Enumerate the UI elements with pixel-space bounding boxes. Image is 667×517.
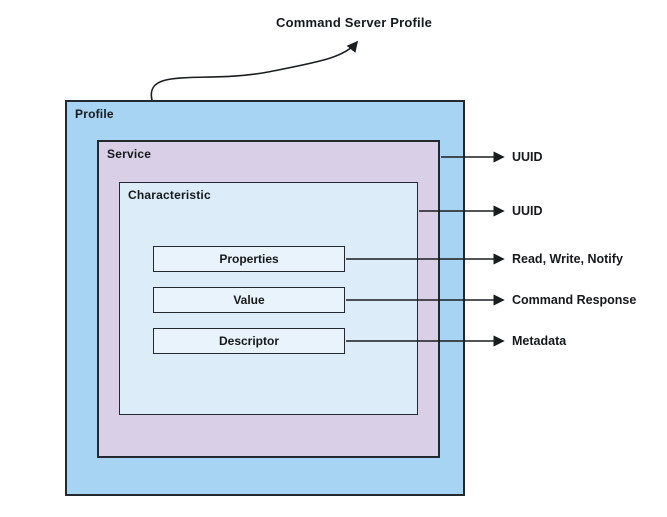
characteristic-label: Characteristic (128, 188, 211, 202)
service-label: Service (107, 147, 152, 161)
properties-annotation-label: Read, Write, Notify (512, 252, 623, 266)
diagram-title: Command Server Profile (276, 15, 433, 30)
descriptor-box: Descriptor (153, 328, 345, 354)
value-annotation-label: Command Response (512, 293, 637, 307)
properties-box: Properties (153, 246, 345, 272)
service-uuid-label: UUID (512, 150, 543, 164)
profile-to-title-arrow (150, 40, 359, 101)
value-box: Value (153, 287, 345, 313)
descriptor-annotation-label: Metadata (512, 334, 567, 348)
profile-label: Profile (75, 107, 114, 121)
characteristic-uuid-label: UUID (512, 204, 543, 218)
